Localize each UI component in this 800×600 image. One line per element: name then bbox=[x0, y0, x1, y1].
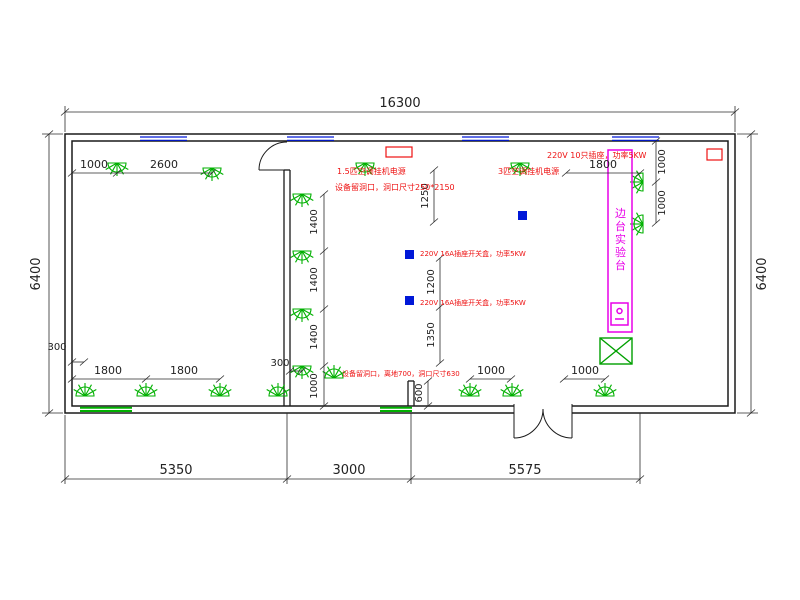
dim-bottom-inner-3: 300 bbox=[270, 358, 289, 369]
dim-col-mid-4: 600 bbox=[414, 383, 425, 402]
dim-col-mid-2: 1200 bbox=[426, 269, 437, 294]
dim-right-chain-1: 1000 bbox=[657, 149, 668, 174]
dim-left-offset: 300 bbox=[47, 342, 66, 353]
lamp-icon bbox=[290, 250, 314, 265]
lamp-icon bbox=[290, 308, 314, 323]
lamp-icon bbox=[290, 193, 314, 208]
dimension-labels: 16300 6400 6400 5350 3000 5575 1000 2600… bbox=[29, 96, 770, 478]
red-annotations: 1.5匹空调挂机电源 设备留洞口，洞口尺寸250*2150 3匹空调挂机电源 2… bbox=[335, 150, 647, 378]
dimension-lines bbox=[42, 106, 758, 484]
note-switch-box-2: 220V 16A插座开关盒，功率5KW bbox=[420, 298, 526, 307]
dim-col-mid-3: 1350 bbox=[426, 322, 437, 347]
note-hole-top: 设备留洞口，洞口尺寸250*2150 bbox=[335, 182, 455, 192]
window-icons bbox=[140, 136, 659, 141]
dim-col-left-4: 1000 bbox=[309, 373, 320, 398]
socket-box-icon bbox=[405, 250, 414, 259]
note-ac-large: 3匹空调挂机电源 bbox=[498, 166, 559, 176]
lamp-icon bbox=[500, 382, 524, 397]
lamp-icon bbox=[105, 162, 129, 177]
dim-col-left-2: 1400 bbox=[309, 267, 320, 292]
socket-boxes bbox=[405, 211, 527, 305]
dim-top-right: 1800 bbox=[589, 158, 617, 171]
dim-bottom-inner-4: 1000 bbox=[477, 364, 505, 377]
lab-bench bbox=[607, 149, 633, 333]
dim-left-height: 6400 bbox=[29, 257, 44, 290]
dim-col-left-3: 1400 bbox=[309, 324, 320, 349]
dim-col-mid-1: 1250 bbox=[420, 183, 431, 208]
lamp-icon bbox=[458, 382, 482, 397]
lamp-icon bbox=[73, 382, 97, 397]
dim-bottom-inner-1: 1800 bbox=[94, 364, 122, 377]
lamp-icon bbox=[266, 382, 290, 397]
lamp-icon bbox=[200, 167, 224, 182]
dim-bottom-inner-2: 1800 bbox=[170, 364, 198, 377]
lamp-icon bbox=[593, 382, 617, 397]
note-ac-small: 1.5匹空调挂机电源 bbox=[337, 166, 406, 176]
dim-top-left-2: 2600 bbox=[150, 158, 178, 171]
equipment-hole-marker bbox=[385, 146, 413, 158]
wall-stub bbox=[407, 380, 415, 406]
note-sockets: 220V 10只插座，功率5KW bbox=[547, 150, 647, 160]
double-door bbox=[513, 404, 573, 439]
lamp-symbols bbox=[73, 162, 644, 397]
socket-box-icon bbox=[405, 296, 414, 305]
bench-label: 边台实验台 bbox=[614, 207, 627, 272]
lamp-icon bbox=[134, 382, 158, 397]
dim-right-chain-2: 1000 bbox=[657, 190, 668, 215]
dim-bottom-inner-5: 1000 bbox=[571, 364, 599, 377]
partition-wall bbox=[283, 169, 291, 406]
vent-icons bbox=[80, 406, 412, 412]
single-door bbox=[258, 141, 288, 171]
dim-overall-width: 16300 bbox=[379, 96, 420, 111]
lamp-icon bbox=[208, 382, 232, 397]
equipment-hole-markers bbox=[385, 146, 723, 161]
note-hole-bottom: 设备留洞口，离地700，洞口尺寸630 bbox=[342, 369, 460, 378]
sink-icon bbox=[610, 302, 629, 326]
floor-box-icon bbox=[599, 337, 633, 365]
dim-bottom-2: 3000 bbox=[332, 463, 365, 478]
dim-col-left-1: 1400 bbox=[309, 209, 320, 234]
dim-bottom-3: 5575 bbox=[508, 463, 541, 478]
outer-walls bbox=[64, 133, 736, 414]
note-switch-box-1: 220V 16A插座开关盒，功率5KW bbox=[420, 249, 526, 258]
dim-top-left-1: 1000 bbox=[80, 158, 108, 171]
equipment-hole-marker bbox=[706, 148, 723, 161]
socket-box-icon bbox=[518, 211, 527, 220]
dim-right-height: 6400 bbox=[755, 257, 770, 290]
dim-bottom-1: 5350 bbox=[159, 463, 192, 478]
